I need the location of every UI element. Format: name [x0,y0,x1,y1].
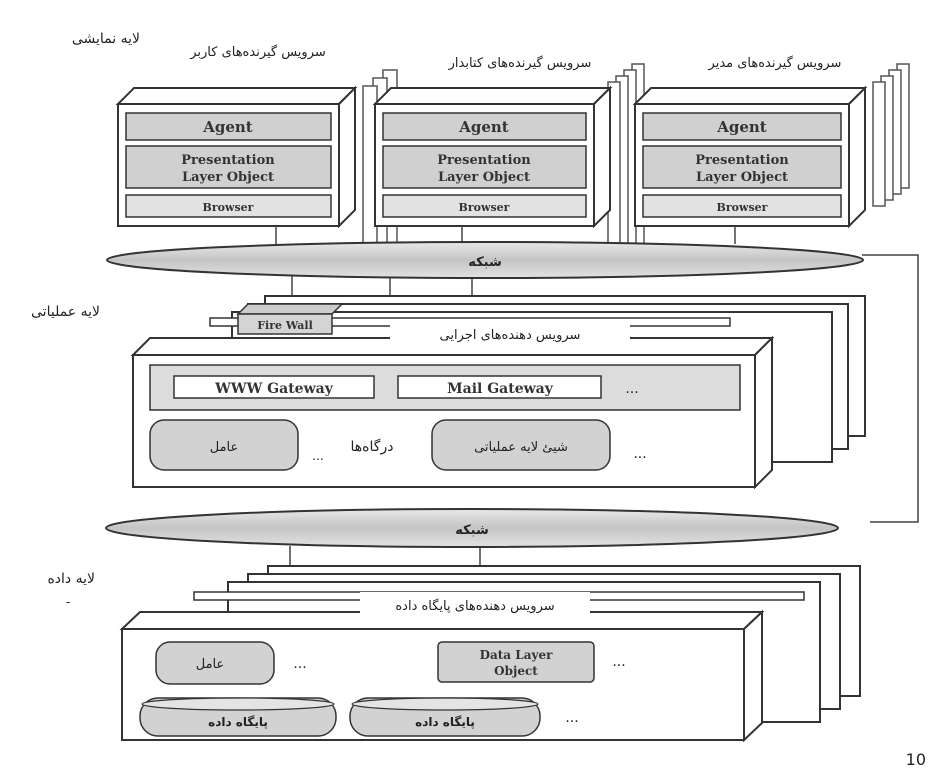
firewall-label: Fire Wall [257,319,313,332]
client-group-user: سرویس گیرنده‌های کاربر Agent Presentatio… [115,44,398,251]
client-title-librarian: سرویس گیرنده‌های کتابدار [448,55,592,71]
db-server-group: سرویس دهنده‌های پایگاه داده عامل ... Dat… [119,565,861,743]
network-ellipse-bottom [105,508,839,548]
client-agent-user: Agent [202,118,253,136]
gateway-ellipsis: ... [625,381,638,397]
client-plo2-admin: Layer Object [696,170,788,185]
presentation-layer-label: لایه نمایشی [72,31,140,47]
app-server-title: سرویس دهنده‌های اجرایی [440,328,581,343]
client-plo2-user: Layer Object [182,170,274,185]
network-label-bottom: شبکه [455,523,489,538]
client-agent-librarian: Agent [458,118,509,136]
www-gateway-label: WWW Gateway [214,381,334,397]
database-label-1: پایگاه داده [208,715,268,729]
client-browser-librarian: Browser [459,201,510,214]
client-browser-admin: Browser [717,201,768,214]
client-title-admin: سرویس گیرنده‌های مدیر [708,55,842,71]
client-plo1-admin: Presentation [695,153,789,168]
network-label-top: شبکه [468,255,502,270]
network-ellipse-top [106,241,864,279]
application-layer-label: لایه عملیاتی [31,304,100,320]
db-agent-label: عامل [196,657,225,672]
page-number: 10 [906,750,926,769]
app-object-label: شیئ لایه عملیاتی [474,440,568,455]
database-label-2: پایگاه داده [415,715,475,729]
gateways-label: درگاه‌ها [351,438,394,455]
app-server-group: سرویس دهنده‌های اجرایی Fire Wall WWW Gat… [130,295,866,490]
data-layer-label: لایه داده [47,571,95,587]
dlo-label-line2: Object [494,664,538,678]
client-group-admin: سرویس گیرنده‌های مدیر Agent Presentation… [632,55,910,229]
client-group-librarian: سرویس گیرنده‌های کتابدار Agent Presentat… [372,55,645,251]
app-agent-ellipsis: ... [312,449,323,463]
client-plo1-librarian: Presentation [437,153,531,168]
client-plo1-user: Presentation [181,153,275,168]
app-object-ellipsis: ... [633,446,646,462]
client-agent-admin: Agent [716,118,767,136]
client-browser-user: Browser [203,201,254,214]
database-ellipsis: ... [565,710,578,726]
data-layer-dash: - [66,595,70,609]
client-title-user: سرویس گیرنده‌های کاربر [189,44,326,60]
dlo-ellipsis: ... [612,654,625,670]
client-plo2-librarian: Layer Object [438,170,530,185]
app-agent-label: عامل [210,440,239,455]
db-server-title: سرویس دهنده‌های پایگاه داده [395,598,554,614]
mail-gateway-label: Mail Gateway [447,381,554,397]
dlo-label-line1: Data Layer [480,648,553,662]
db-agent-ellipsis: ... [293,656,306,672]
